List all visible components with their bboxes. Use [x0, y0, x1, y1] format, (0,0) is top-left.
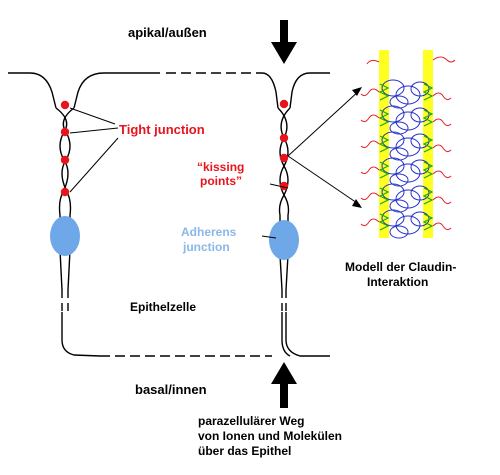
claudin-tail	[366, 59, 380, 65]
adherens-label-line2: junction	[182, 240, 230, 254]
transmembrane-segment	[422, 161, 434, 179]
kissing-point	[279, 153, 289, 163]
transmembrane-segment	[378, 213, 390, 231]
kissing-point	[279, 133, 289, 143]
arrowhead-icon	[352, 199, 362, 208]
kissing-point	[60, 100, 70, 110]
claudin-tail	[360, 166, 380, 175]
kissing-point	[60, 187, 70, 197]
claudin-loop	[381, 157, 405, 175]
claudin-loop	[389, 173, 409, 187]
pointer-lines	[69, 89, 361, 239]
adherens-junction-right	[269, 220, 299, 260]
claudin-model	[360, 50, 456, 239]
claudin-tail	[432, 144, 452, 153]
tight-junction-label: Tight junction	[119, 122, 205, 137]
arrow-up-icon	[271, 362, 297, 408]
transmembrane-segment	[378, 161, 390, 179]
claudin-loop	[389, 95, 409, 109]
claudin-tail	[432, 56, 456, 63]
kissing-point	[279, 181, 289, 191]
claudin-loop	[381, 131, 405, 149]
claudin-loop	[381, 79, 405, 97]
right-junction	[261, 72, 330, 357]
claudin-loop	[389, 225, 409, 239]
basal-label: basal/innen	[135, 382, 207, 397]
claudin-transmembrane	[378, 83, 434, 231]
transmembrane-segment	[422, 213, 434, 231]
claudin-loop	[381, 183, 405, 201]
claudin-loop	[381, 209, 405, 227]
claudin-loops	[381, 79, 430, 239]
apical-label: apikal/außen	[128, 25, 207, 40]
claudin-tail	[432, 222, 452, 231]
transmembrane-segment	[378, 109, 390, 127]
pathway-label-line2: von Ionen und Molekülen	[198, 429, 342, 443]
kissing-points-label-line2: points”	[200, 174, 242, 188]
claudin-tails	[360, 56, 456, 231]
pathway-label-line1: parazellulärer Weg	[198, 414, 305, 428]
transmembrane-segment	[422, 135, 434, 153]
epithelzelle-label: Epithelzelle	[130, 300, 196, 314]
model-label-line2: Interaktion	[367, 275, 428, 289]
transmembrane-segment	[378, 187, 390, 205]
transmembrane-segment	[422, 187, 434, 205]
transmembrane-segment	[422, 109, 434, 127]
kissing-point	[60, 155, 70, 165]
kissing-points-label-line1: “kissing	[197, 160, 244, 174]
transmembrane-segment	[378, 135, 390, 153]
claudin-loop	[389, 121, 409, 135]
claudin-tail	[360, 114, 380, 123]
claudin-loop	[381, 105, 405, 123]
pathway-label-line3: über das Epithel	[198, 444, 291, 458]
arrow-down-icon	[271, 20, 297, 64]
claudin-tail	[432, 196, 452, 205]
kissing-points	[60, 99, 289, 197]
model-label-line1: Modell der Claudin-	[345, 260, 456, 274]
adherens-junction-left	[50, 216, 80, 256]
transmembrane-segment	[378, 83, 390, 101]
claudin-loop	[389, 147, 409, 161]
kissing-point	[279, 99, 289, 109]
arrowhead-icon	[352, 87, 362, 96]
claudin-tail	[360, 88, 380, 97]
claudin-tail	[360, 192, 380, 201]
claudin-tail	[432, 118, 452, 127]
claudin-tail	[432, 92, 452, 101]
kissing-point	[60, 127, 70, 137]
claudin-tail	[360, 218, 380, 227]
claudin-loop	[389, 199, 409, 213]
transmembrane-segment	[422, 83, 434, 101]
claudin-tail	[360, 140, 380, 149]
claudin-tail	[432, 170, 452, 179]
adherens-label-line1: Adherens	[181, 225, 237, 239]
